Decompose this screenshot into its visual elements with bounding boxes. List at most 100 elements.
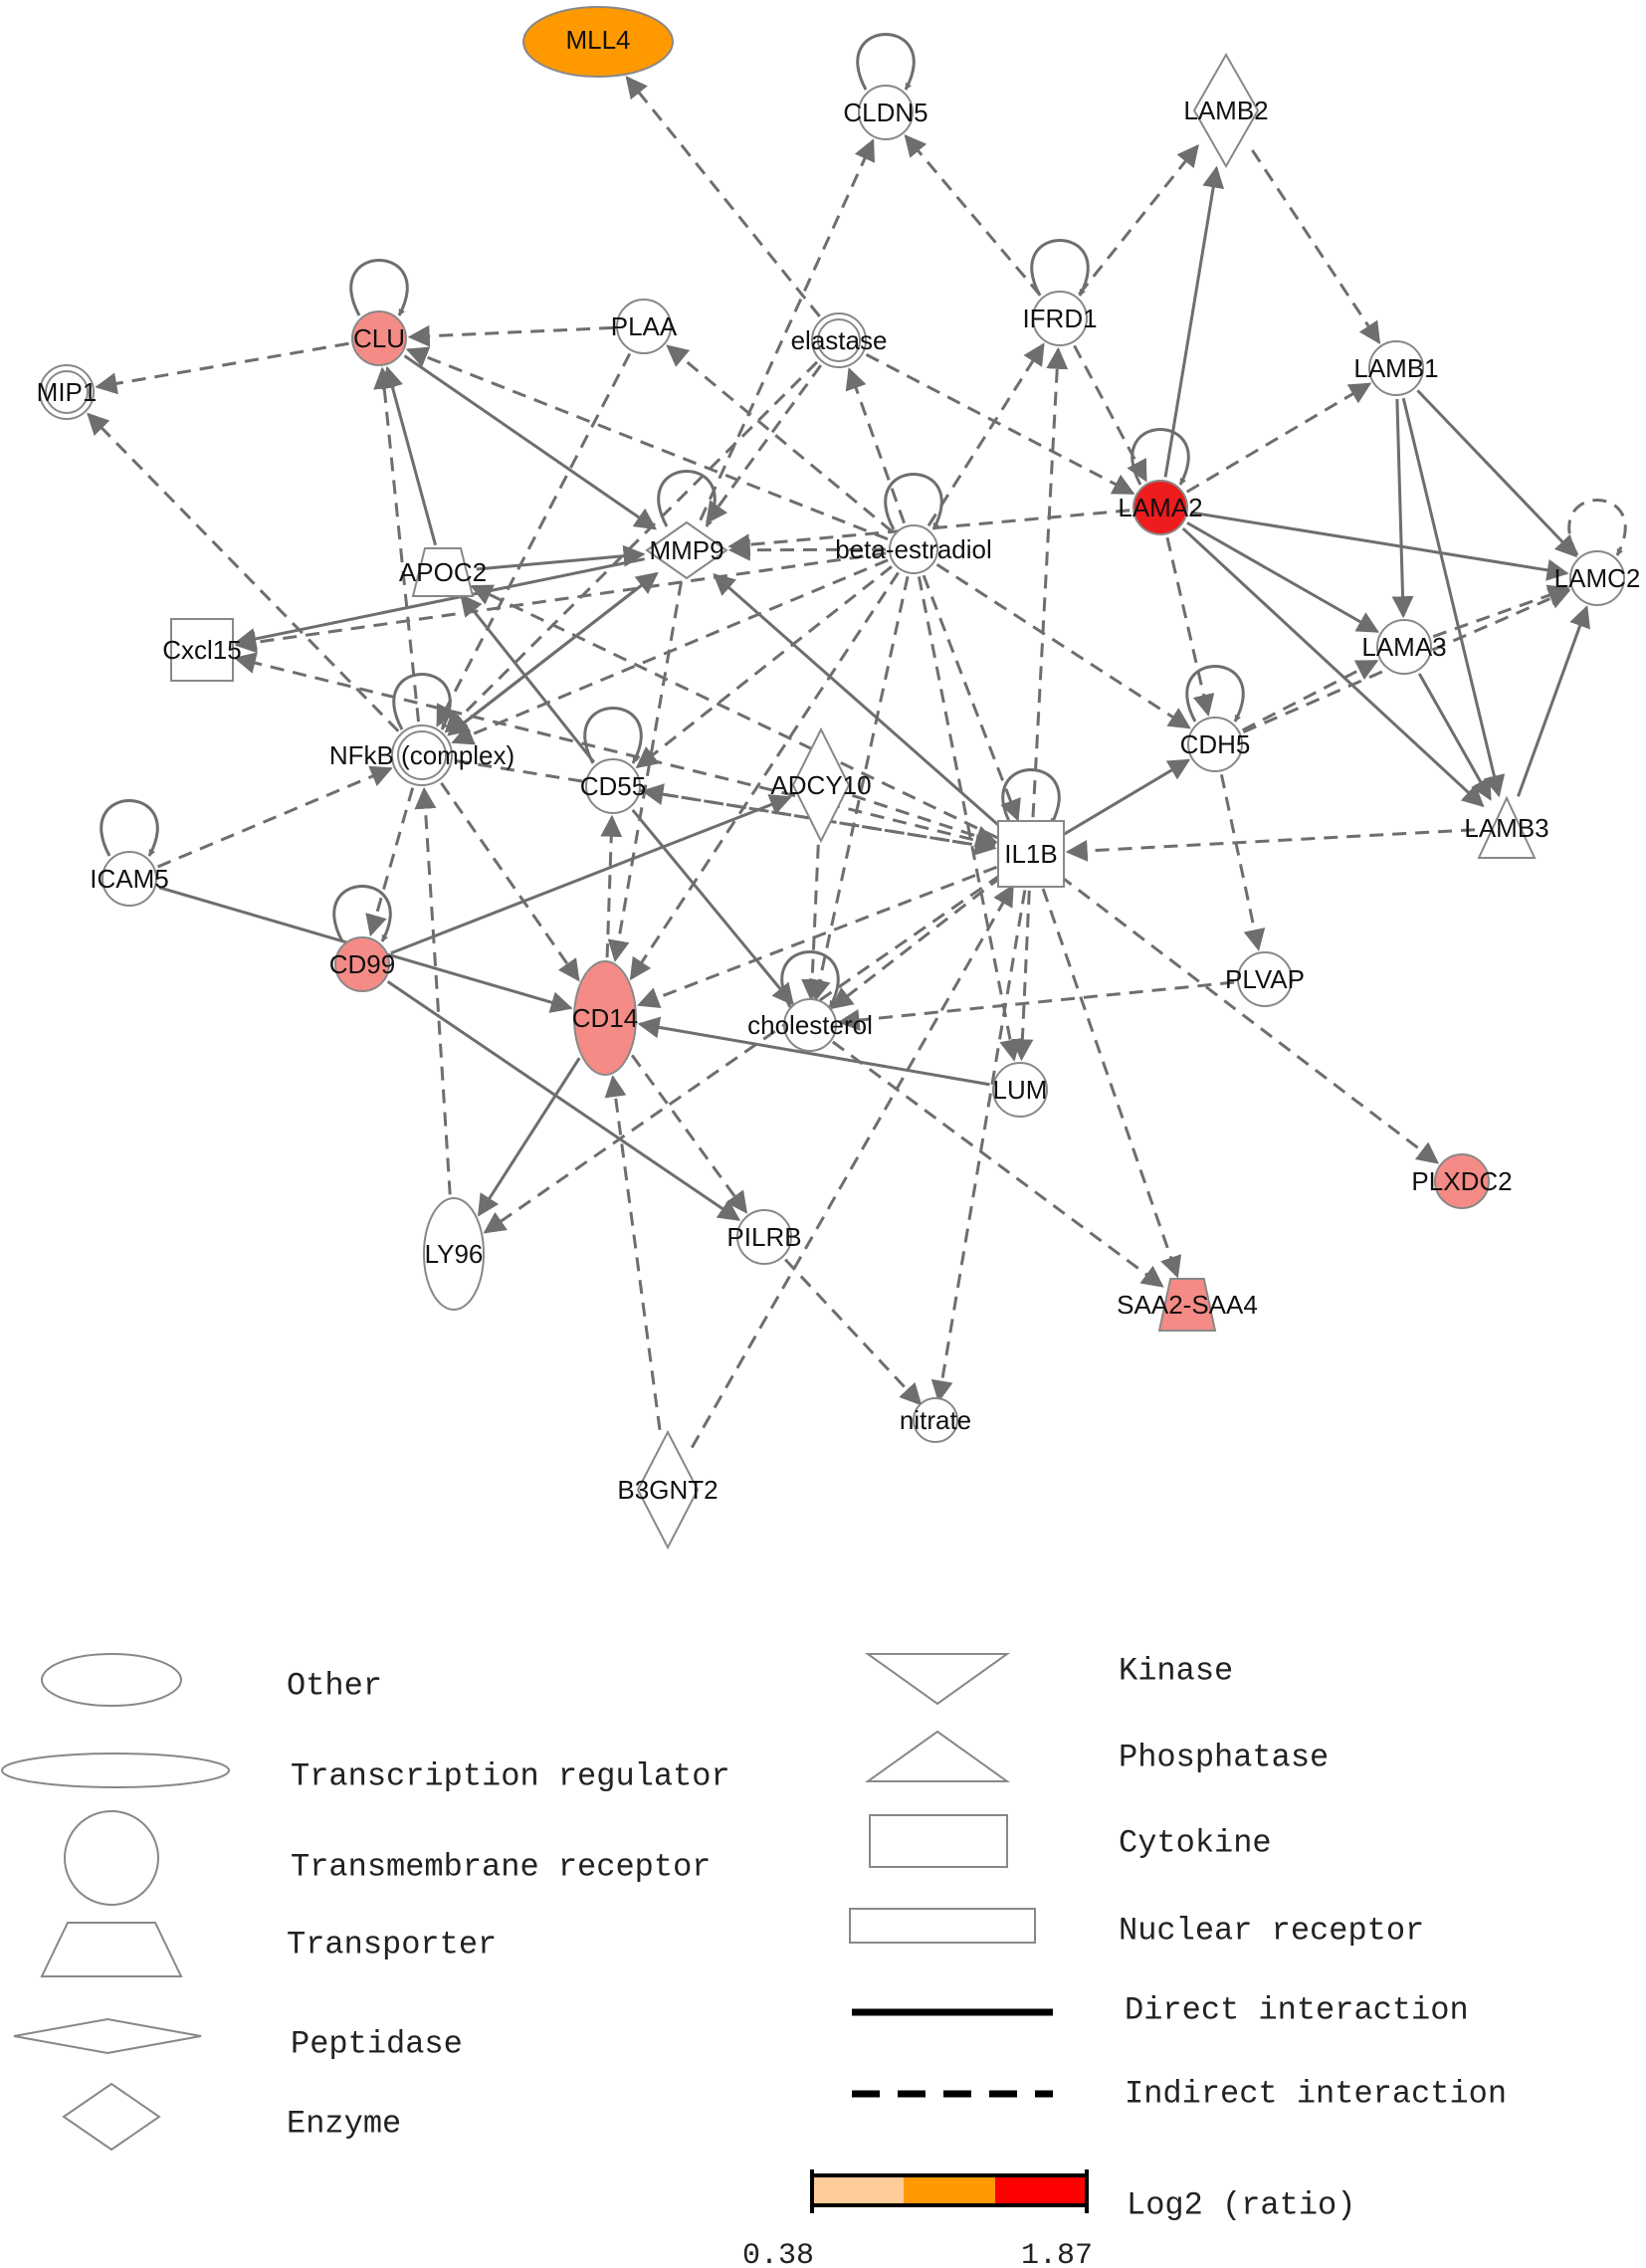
node-label: NFkB (complex) bbox=[329, 740, 514, 770]
node-lama2[interactable]: LAMA2 bbox=[1118, 480, 1203, 535]
color-scale: Log2 (ratio) 0.38 1.87 bbox=[742, 2169, 1355, 2268]
legend-cytokine-shape bbox=[869, 1814, 1008, 1868]
node-cdh5[interactable]: CDH5 bbox=[1180, 717, 1251, 772]
node-label: PLAA bbox=[611, 311, 678, 341]
node-shape bbox=[791, 726, 851, 844]
edge-elastase-to-mmp9 bbox=[706, 364, 823, 524]
node-mll4[interactable]: MLL4 bbox=[522, 6, 674, 78]
legend-transmembrane-receptor-shape bbox=[64, 1810, 159, 1906]
node-nfkb[interactable]: NFkB (complex) bbox=[329, 724, 514, 786]
edge-cd14-to-ly96 bbox=[477, 1057, 581, 1217]
node-label: CD14 bbox=[572, 1003, 638, 1033]
node-shape bbox=[1157, 1278, 1217, 1332]
edge-mmp9-to-cxcl15 bbox=[234, 557, 646, 650]
node-shape bbox=[645, 520, 728, 580]
edge-il1b-to-cholesterol bbox=[830, 875, 1003, 1010]
edge-lama2-to-lamc2 bbox=[1190, 511, 1569, 581]
edge-ifrd1-to-cldn5 bbox=[904, 133, 1042, 297]
node-shape bbox=[102, 851, 157, 907]
self-loop-mmp9 bbox=[657, 470, 717, 527]
node-lamc2[interactable]: LAMC2 bbox=[1554, 550, 1641, 606]
node-shape bbox=[1477, 795, 1537, 859]
node-label: CLDN5 bbox=[843, 98, 927, 127]
legend-kinase-shape bbox=[864, 1653, 1011, 1706]
node-label: LAMA3 bbox=[1361, 632, 1446, 662]
self-loop-cholesterol bbox=[780, 950, 840, 1008]
node-plvap[interactable]: PLVAP bbox=[1225, 951, 1305, 1007]
node-apoc2[interactable]: APOC2 bbox=[399, 547, 487, 597]
legend-kinase-label: Kinase bbox=[1119, 1652, 1233, 1689]
edge-nfkb-to-mmp9 bbox=[447, 571, 659, 736]
scale-segment-low bbox=[812, 2175, 904, 2205]
legend-peptidase-label: Peptidase bbox=[291, 2025, 463, 2062]
node-lum[interactable]: LUM bbox=[992, 1062, 1048, 1118]
node-saa2-saa4[interactable]: SAA2-SAA4 bbox=[1117, 1278, 1258, 1332]
node-lamb1[interactable]: LAMB1 bbox=[1353, 340, 1439, 396]
node-label: LAMC2 bbox=[1554, 563, 1641, 593]
edge-il1b-to-cxcl15 bbox=[233, 652, 996, 847]
edge-beta-estradiol-to-cholesterol bbox=[809, 576, 910, 1002]
node-cldn5[interactable]: CLDN5 bbox=[843, 85, 928, 140]
node-plxdc2[interactable]: PLXDC2 bbox=[1411, 1153, 1513, 1209]
node-label: APOC2 bbox=[399, 557, 487, 587]
self-loop-cdh5 bbox=[1185, 665, 1245, 722]
node-label: PILRB bbox=[726, 1222, 801, 1252]
edge-ifrd1-to-lamb2 bbox=[1078, 143, 1199, 296]
node-shape bbox=[170, 618, 234, 682]
self-loop-nfkb bbox=[392, 673, 452, 730]
edge-il1b-to-lum bbox=[1011, 890, 1034, 1062]
node-shape bbox=[783, 998, 837, 1052]
edge-lamb1-to-lamb3 bbox=[1401, 397, 1506, 798]
edge-lama2-to-lamb1 bbox=[1185, 382, 1372, 494]
node-plaa[interactable]: PLAA bbox=[611, 299, 678, 354]
edge-plaa-to-clu bbox=[407, 324, 614, 347]
edge-beta-estradiol-to-clu bbox=[405, 346, 889, 541]
node-pilrb[interactable]: PILRB bbox=[726, 1209, 802, 1265]
legend-nuclear-receptor-shape bbox=[849, 1908, 1036, 1944]
node-cd99[interactable]: CD99 bbox=[329, 936, 395, 992]
node-lamb2[interactable]: LAMB2 bbox=[1183, 52, 1269, 169]
scale-title: Log2 (ratio) bbox=[1127, 2186, 1355, 2223]
edge-il1b-to-cdh5 bbox=[1062, 758, 1191, 837]
node-shape bbox=[522, 6, 674, 78]
edge-lamb2-to-lamb1 bbox=[1251, 149, 1381, 344]
edge-b3gnt2-to-cd14 bbox=[604, 1075, 662, 1431]
node-lamb3[interactable]: LAMB3 bbox=[1464, 795, 1549, 859]
node-cxcl15[interactable]: Cxcl15 bbox=[162, 618, 242, 682]
node-shape bbox=[1192, 52, 1260, 169]
node-shape bbox=[1132, 480, 1188, 535]
node-shape bbox=[636, 1429, 700, 1550]
node-il1b[interactable]: IL1B bbox=[997, 820, 1065, 888]
node-elastase[interactable]: elastase bbox=[791, 312, 888, 368]
node-lama3[interactable]: LAMA3 bbox=[1361, 619, 1447, 675]
edge-adcy10-to-il1b bbox=[851, 793, 998, 847]
node-label: ADCY10 bbox=[770, 770, 871, 800]
node-clu[interactable]: CLU bbox=[351, 310, 407, 366]
node-adcy10[interactable]: ADCY10 bbox=[770, 726, 872, 844]
edge-icam5-to-nfkb bbox=[156, 765, 393, 869]
edges-layer bbox=[87, 76, 1591, 1449]
node-beta-estradiol[interactable]: beta-estradiol bbox=[835, 524, 992, 574]
edge-clu-to-mip1 bbox=[95, 341, 349, 395]
node-cd55[interactable]: CD55 bbox=[580, 758, 646, 814]
node-ifrd1[interactable]: IFRD1 bbox=[1022, 291, 1098, 346]
node-b3gnt2[interactable]: B3GNT2 bbox=[617, 1429, 719, 1550]
node-mip1[interactable]: MIP1 bbox=[37, 364, 98, 420]
edge-beta-estradiol-to-lum bbox=[917, 576, 1021, 1062]
node-cd14[interactable]: CD14 bbox=[572, 960, 638, 1076]
node-shape bbox=[1237, 951, 1293, 1007]
node-shape bbox=[817, 318, 861, 362]
node-shape bbox=[351, 310, 407, 366]
node-icam5[interactable]: ICAM5 bbox=[90, 851, 169, 907]
node-cholesterol[interactable]: cholesterol bbox=[747, 998, 873, 1052]
node-mmp9[interactable]: MMP9 bbox=[645, 520, 728, 580]
edge-il1b-to-nitrate bbox=[930, 890, 1027, 1403]
node-label: ICAM5 bbox=[90, 864, 168, 894]
edge-ifrd1-to-lama2 bbox=[1073, 344, 1147, 483]
edge-lum-to-cd14 bbox=[637, 1016, 990, 1087]
edge-elastase-to-mll4 bbox=[625, 76, 821, 317]
node-nitrate[interactable]: nitrate bbox=[900, 1397, 971, 1443]
legend-enzyme-shape bbox=[62, 2082, 161, 2152]
node-ly96[interactable]: LY96 bbox=[423, 1197, 485, 1311]
